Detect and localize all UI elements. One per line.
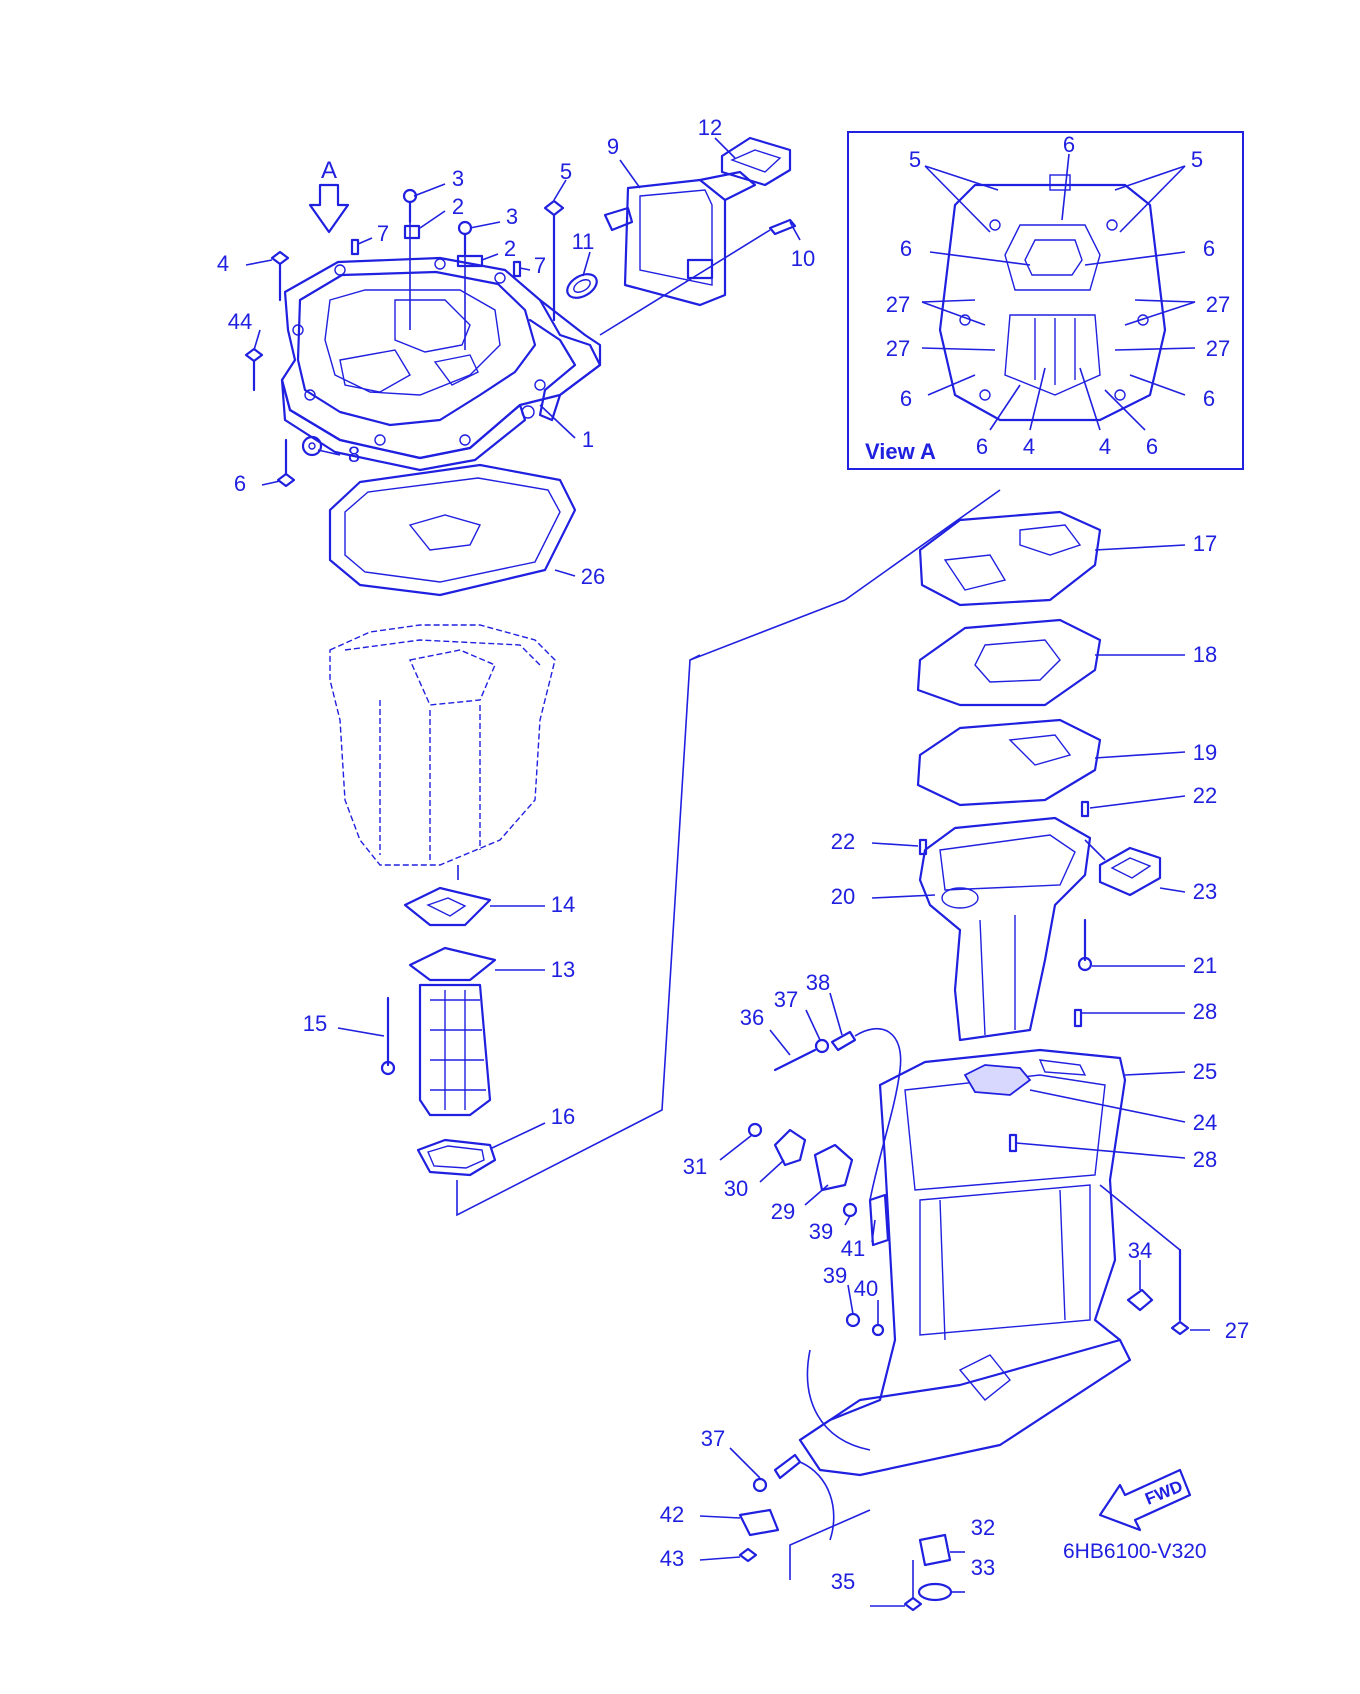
callout-44: 44 xyxy=(228,309,252,334)
callout-22: 22 xyxy=(831,829,855,854)
callout-35: 35 xyxy=(831,1569,855,1594)
callout-6: 6 xyxy=(976,434,988,459)
view-a-callouts: 6 5 5 6 6 27 27 27 27 6 6 6 4 4 6 xyxy=(886,132,1230,459)
oil-pan-ghost xyxy=(329,624,556,866)
view-a-label: View A xyxy=(865,439,936,464)
callout-labels: 1233245677891011121314151617181920212222… xyxy=(217,115,1249,1594)
callout-32: 32 xyxy=(971,1515,995,1540)
callout-19: 19 xyxy=(1193,740,1217,765)
connector-lines xyxy=(456,489,1001,1217)
upper-fasteners xyxy=(244,136,801,488)
callout-5: 5 xyxy=(909,147,921,172)
callout-7: 7 xyxy=(377,221,389,246)
fwd-label: FWD xyxy=(1142,1477,1185,1509)
callout-38: 38 xyxy=(806,970,830,995)
callout-18: 18 xyxy=(1193,642,1217,667)
callout-41: 41 xyxy=(841,1236,865,1261)
callout-37: 37 xyxy=(774,987,798,1012)
callout-9: 9 xyxy=(607,134,619,159)
exhaust-guide-20 xyxy=(871,795,1186,1042)
callout-28: 28 xyxy=(1193,1147,1217,1172)
callout-4: 4 xyxy=(1023,434,1035,459)
callout-2: 2 xyxy=(504,236,516,261)
callout-39: 39 xyxy=(809,1219,833,1244)
callout-15: 15 xyxy=(303,1011,327,1036)
callout-34: 34 xyxy=(1128,1238,1152,1263)
callout-2: 2 xyxy=(452,194,464,219)
callout-27: 27 xyxy=(886,292,910,317)
callout-28: 28 xyxy=(1193,999,1217,1024)
lower-fasteners xyxy=(699,992,1192,1612)
callout-13: 13 xyxy=(551,957,575,982)
callout-14: 14 xyxy=(551,892,575,917)
callout-36: 36 xyxy=(740,1005,764,1030)
upper-casing-assembly xyxy=(280,256,602,472)
callout-40: 40 xyxy=(854,1276,878,1301)
callout-6: 6 xyxy=(1146,434,1158,459)
callout-11: 11 xyxy=(572,229,595,254)
callout-27: 27 xyxy=(1206,292,1230,317)
callout-23: 23 xyxy=(1193,879,1217,904)
view-arrow-label: A xyxy=(321,157,337,184)
callout-33: 33 xyxy=(971,1555,995,1580)
callout-27: 27 xyxy=(886,336,910,361)
callout-24: 24 xyxy=(1193,1110,1217,1135)
callout-6: 6 xyxy=(900,386,912,411)
callout-31: 31 xyxy=(683,1154,707,1179)
callout-30: 30 xyxy=(724,1176,748,1201)
callout-6: 6 xyxy=(1063,132,1075,157)
lower-case-25 xyxy=(798,1008,1210,1477)
callout-10: 10 xyxy=(791,246,815,271)
callout-6: 6 xyxy=(900,236,912,261)
callout-4: 4 xyxy=(217,251,229,276)
callout-17: 17 xyxy=(1193,531,1217,556)
gasket-26 xyxy=(328,463,577,597)
callout-3: 3 xyxy=(506,204,518,229)
gasket-stack xyxy=(916,510,1186,807)
callout-6: 6 xyxy=(234,471,246,496)
callout-12: 12 xyxy=(698,115,722,140)
callout-5: 5 xyxy=(1191,147,1203,172)
callout-26: 26 xyxy=(581,564,605,589)
callout-3: 3 xyxy=(452,166,464,191)
callout-5: 5 xyxy=(560,159,572,184)
callout-7: 7 xyxy=(534,253,546,278)
strainer-13 xyxy=(337,946,546,1177)
callout-8: 8 xyxy=(348,442,360,467)
callout-42: 42 xyxy=(660,1502,684,1527)
callout-4: 4 xyxy=(1099,434,1111,459)
callout-39: 39 xyxy=(823,1263,847,1288)
callout-22: 22 xyxy=(1193,783,1217,808)
callout-27: 27 xyxy=(1225,1318,1249,1343)
callout-20: 20 xyxy=(831,884,855,909)
callout-25: 25 xyxy=(1193,1059,1217,1084)
callout-37: 37 xyxy=(701,1426,725,1451)
callout-43: 43 xyxy=(660,1546,684,1571)
drawing-code: 6HB6100-V320 xyxy=(1063,1540,1207,1563)
callout-29: 29 xyxy=(771,1199,795,1224)
callout-6: 6 xyxy=(1203,236,1215,261)
gasket-14 xyxy=(403,865,545,927)
callout-27: 27 xyxy=(1206,336,1230,361)
callout-1: 1 xyxy=(582,427,594,452)
callout-16: 16 xyxy=(551,1104,575,1129)
callout-6: 6 xyxy=(1203,386,1215,411)
view-a-panel xyxy=(847,131,1244,470)
callout-21: 21 xyxy=(1193,953,1217,978)
